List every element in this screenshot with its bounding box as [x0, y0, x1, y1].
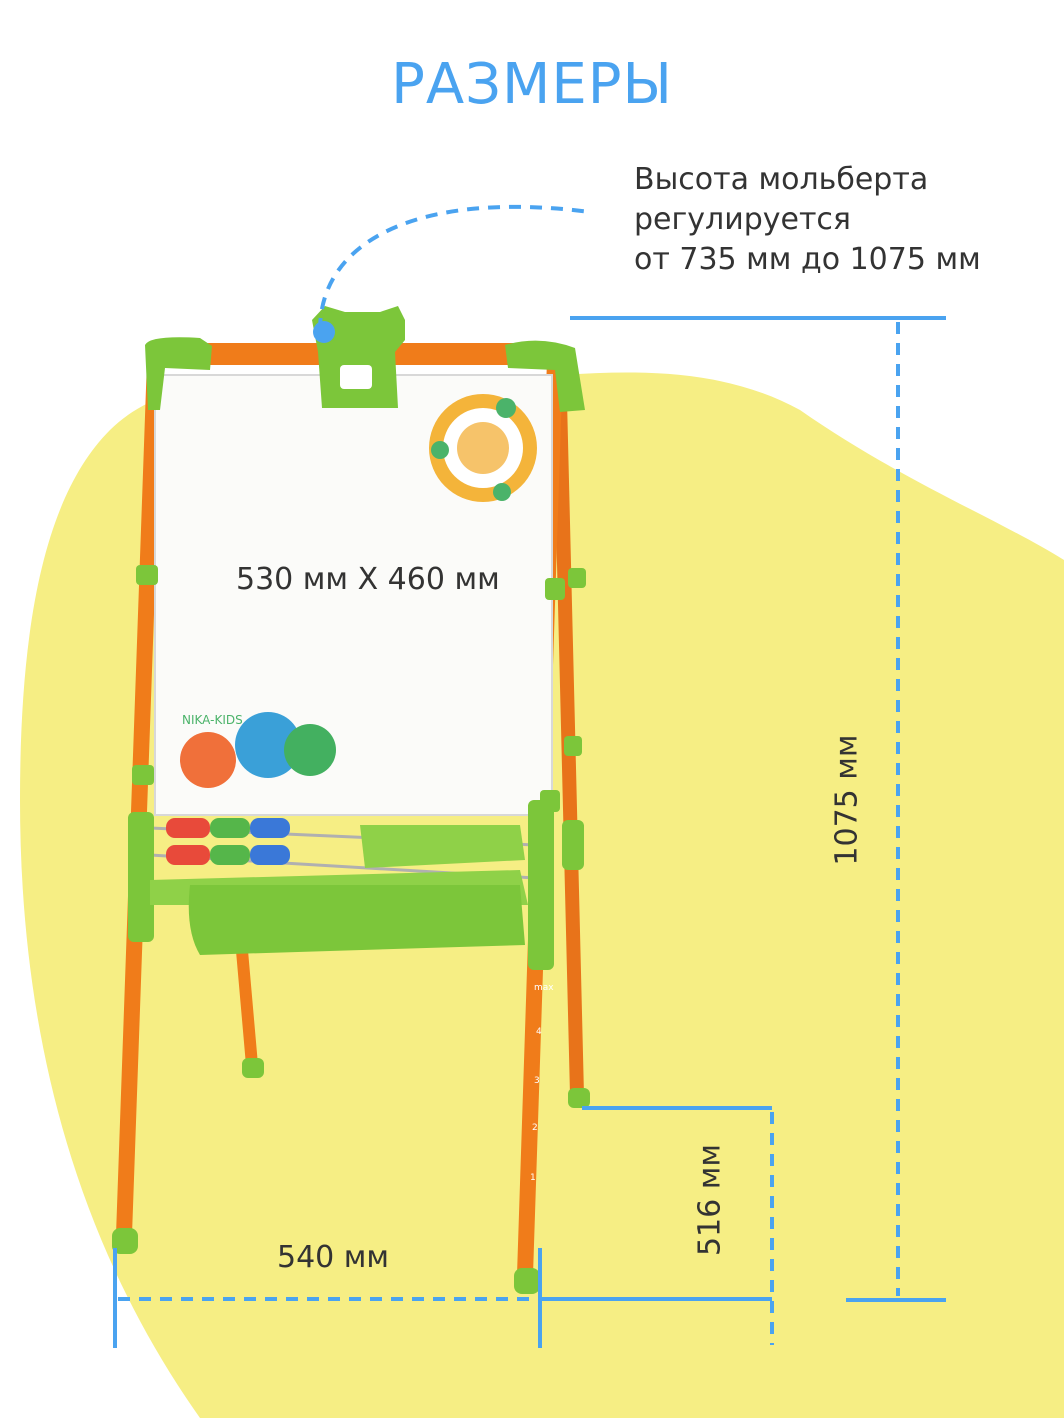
note-line: от 735 мм до 1075 мм — [634, 242, 981, 277]
foot-cap — [242, 1058, 264, 1078]
note-line: Высота мольберта — [634, 162, 929, 197]
svg-text:1: 1 — [530, 1173, 536, 1183]
height-adjustment-note: Высота мольберта регулируется от 735 мм … — [634, 160, 981, 280]
board-size-label: 530 мм X 460 мм — [236, 562, 500, 597]
abacus-beads — [166, 818, 210, 838]
curved-pointer-line — [318, 204, 591, 331]
leg-height-scale: max 4 3 2 1 — [530, 983, 554, 1183]
tray — [188, 885, 525, 955]
page-title: РАЗМЕРЫ — [391, 52, 673, 117]
foot-cap — [568, 1088, 590, 1108]
dinosaur-sticker: NIKA-KIDS — [180, 712, 336, 788]
foot-cap — [514, 1268, 540, 1294]
note-line: регулируется — [634, 202, 851, 237]
foot-cap — [112, 1228, 138, 1254]
paper-clamp — [312, 306, 405, 408]
svg-text:4: 4 — [536, 1027, 542, 1037]
pointer-dot — [313, 321, 335, 343]
leg-height-label: 516 мм — [692, 1143, 728, 1257]
svg-text:max: max — [534, 983, 554, 993]
width-label: 540 мм — [277, 1240, 390, 1275]
svg-text:3: 3 — [534, 1076, 540, 1086]
svg-text:NIKA-KIDS: NIKA-KIDS — [182, 713, 243, 727]
svg-text:2: 2 — [532, 1123, 538, 1133]
total-height-label: 1075 мм — [829, 734, 865, 866]
